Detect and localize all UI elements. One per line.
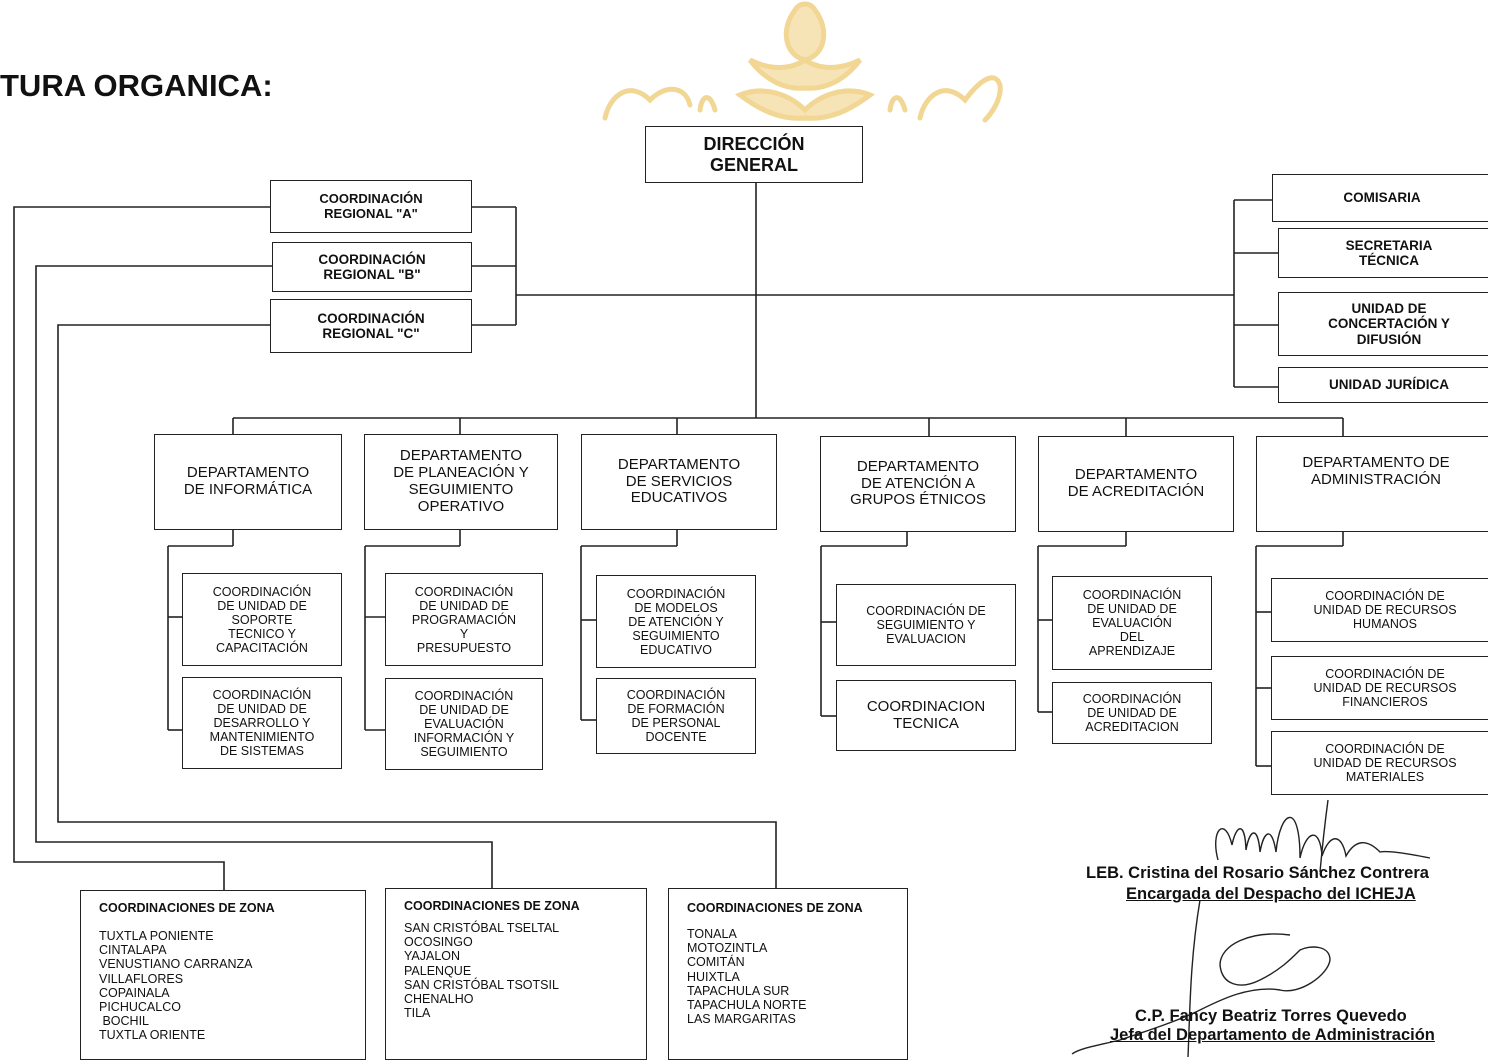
node-coord-modelos-atencion: COORDINACIÓN DE MODELOS DE ATENCIÓN Y SE… [596, 575, 756, 668]
node-direccion-general: DIRECCIÓN GENERAL [645, 126, 863, 183]
zone-header: COORDINACIONES DE ZONA [404, 899, 580, 913]
node-coord-evaluacion-informacion: COORDINACIÓN DE UNIDAD DE EVALUACIÓN INF… [385, 678, 543, 770]
zone-item: TAPACHULA SUR [687, 983, 790, 998]
zone-item: HUIXTLA [687, 969, 740, 984]
signature-name-1: LEB. Cristina del Rosario Sánchez Contre… [1086, 864, 1429, 882]
zone-item: LAS MARGARITAS [687, 1011, 796, 1026]
zone-header: COORDINACIONES DE ZONA [99, 901, 275, 915]
zone-item: TAPACHULA NORTE [687, 997, 807, 1012]
zone-item: PICHUCALCO [99, 999, 181, 1014]
page-title: TURA ORGANICA: [0, 68, 273, 103]
node-coord-evaluacion-aprendizaje: COORDINACIÓN DE UNIDAD DE EVALUACIÓN DEL… [1052, 576, 1212, 670]
node-coord-recursos-humanos: COORDINACIÓN DE UNIDAD DE RECURSOS HUMAN… [1271, 578, 1488, 642]
node-departamento-etnicos: DEPARTAMENTO DE ATENCIÓN A GRUPOS ÉTNICO… [820, 436, 1016, 532]
node-comisaria: COMISARIA [1272, 174, 1488, 222]
node-coord-soporte-tecnico: COORDINACIÓN DE UNIDAD DE SOPORTE TECNIC… [182, 573, 342, 666]
zone-header: COORDINACIONES DE ZONA [687, 901, 863, 915]
zone-item: CINTALAPA [99, 943, 167, 958]
node-coord-recursos-materiales: COORDINACIÓN DE UNIDAD DE RECURSOS MATER… [1271, 731, 1488, 795]
zone-box-c: COORDINACIONES DE ZONA TONALA MOTOZINTLA… [668, 888, 908, 1060]
node-departamento-acreditacion: DEPARTAMENTO DE ACREDITACIÓN [1038, 436, 1234, 532]
signature-name-2: C.P. Fancy Beatriz Torres Quevedo [1135, 1007, 1407, 1025]
zone-box-a: COORDINACIONES DE ZONA TUXTLA PONIENTE C… [80, 890, 366, 1060]
node-coordinacion-regional-a: COORDINACIÓN REGIONAL "A" [270, 180, 472, 233]
zone-item: COMITÁN [687, 955, 745, 970]
node-unidad-juridica: UNIDAD JURÍDICA [1278, 367, 1488, 403]
zone-item: MOTOZINTLA [687, 941, 768, 956]
zone-item: SAN CRISTÓBAL TSOTSIL [404, 977, 559, 992]
node-coord-formacion-docente: COORDINACIÓN DE FORMACIÓN DE PERSONAL DO… [596, 678, 756, 754]
node-coord-acreditacion: COORDINACIÓN DE UNIDAD DE ACREDITACION [1052, 682, 1212, 744]
zone-item: YAJALON [404, 949, 461, 964]
node-secretaria-tecnica: SECRETARIA TÉCNICA [1278, 228, 1488, 278]
signature-role-1: Encargada del Despacho del ICHEJA [1126, 885, 1416, 903]
node-coord-recursos-financieros: COORDINACIÓN DE UNIDAD DE RECURSOS FINAN… [1271, 656, 1488, 720]
node-coord-desarrollo-sistemas: COORDINACIÓN DE UNIDAD DE DESARROLLO Y M… [182, 677, 342, 769]
node-coord-tecnica: COORDINACION TECNICA [836, 680, 1016, 751]
zone-item: TONALA [687, 927, 737, 942]
zone-item: OCOSINGO [404, 935, 473, 950]
zone-item: TUXTLA PONIENTE [99, 929, 214, 944]
zone-item: TUXTLA ORIENTE [99, 1028, 206, 1042]
node-departamento-servicios: DEPARTAMENTO DE SERVICIOS EDUCATIVOS [581, 434, 777, 530]
node-coordinacion-regional-b: COORDINACIÓN REGIONAL "B" [272, 242, 472, 292]
node-coord-seguimiento-evaluacion: COORDINACIÓN DE SEGUIMIENTO Y EVALUACION [836, 584, 1016, 666]
zone-item: VENUSTIANO CARRANZA [99, 957, 253, 972]
zone-item: CHENALHO [404, 991, 474, 1006]
node-unidad-concertacion: UNIDAD DE CONCERTACIÓN Y DIFUSIÓN [1278, 292, 1488, 356]
zone-item: TILA [404, 1005, 431, 1020]
zone-item: PALENQUE [404, 963, 472, 978]
node-departamento-informatica: DEPARTAMENTO DE INFORMÁTICA [154, 434, 342, 530]
logo-flower-icon [602, 1, 1003, 123]
zone-box-b: COORDINACIONES DE ZONA SAN CRISTÓBAL TSE… [385, 888, 647, 1060]
node-departamento-planeacion: DEPARTAMENTO DE PLANEACIÓN Y SEGUIMIENTO… [364, 434, 558, 530]
node-coordinacion-regional-c: COORDINACIÓN REGIONAL "C" [270, 299, 472, 353]
zone-item: VILLAFLORES [99, 971, 184, 986]
zone-item: BOCHIL [99, 1013, 150, 1028]
zone-item: COPAINALA [99, 985, 170, 1000]
zone-item: SAN CRISTÓBAL TSELTAL [404, 921, 560, 936]
node-departamento-administracion: DEPARTAMENTO DE ADMINISTRACIÓN [1256, 436, 1488, 532]
node-coord-programacion-presupuesto: COORDINACIÓN DE UNIDAD DE PROGRAMACIÓN Y… [385, 573, 543, 666]
signature-role-2: Jefa del Departamento de Administración [1110, 1026, 1435, 1044]
